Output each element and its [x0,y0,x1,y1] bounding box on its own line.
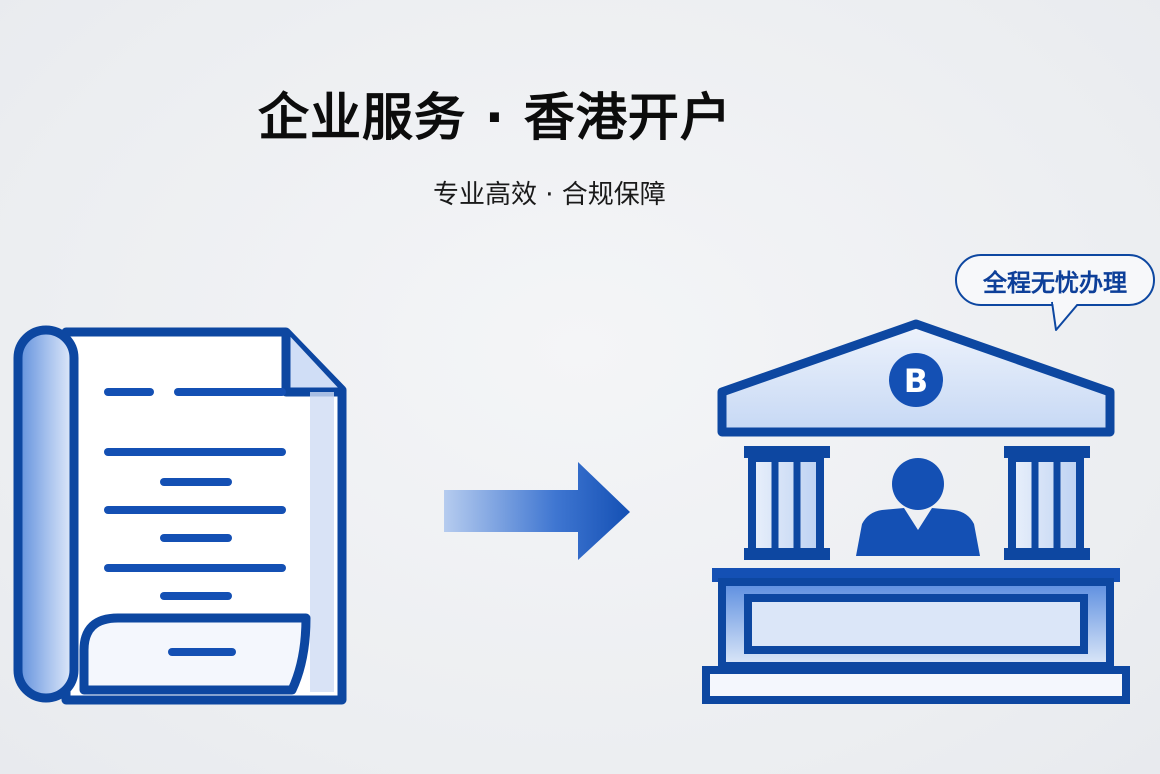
bank-badge: B [889,353,943,407]
speech-bubble-tail [1051,300,1079,331]
document-scroll-icon [13,325,347,705]
page-title: 企业服务 · 香港开户 [258,89,732,148]
bank-badge-letter: B [904,362,928,400]
arrow-right-icon [444,462,630,560]
page-subtitle: 专业高效 · 合规保障 [433,180,666,210]
speech-bubble-text: 全程无忧办理 [983,268,1127,297]
banker-icon [856,458,980,556]
